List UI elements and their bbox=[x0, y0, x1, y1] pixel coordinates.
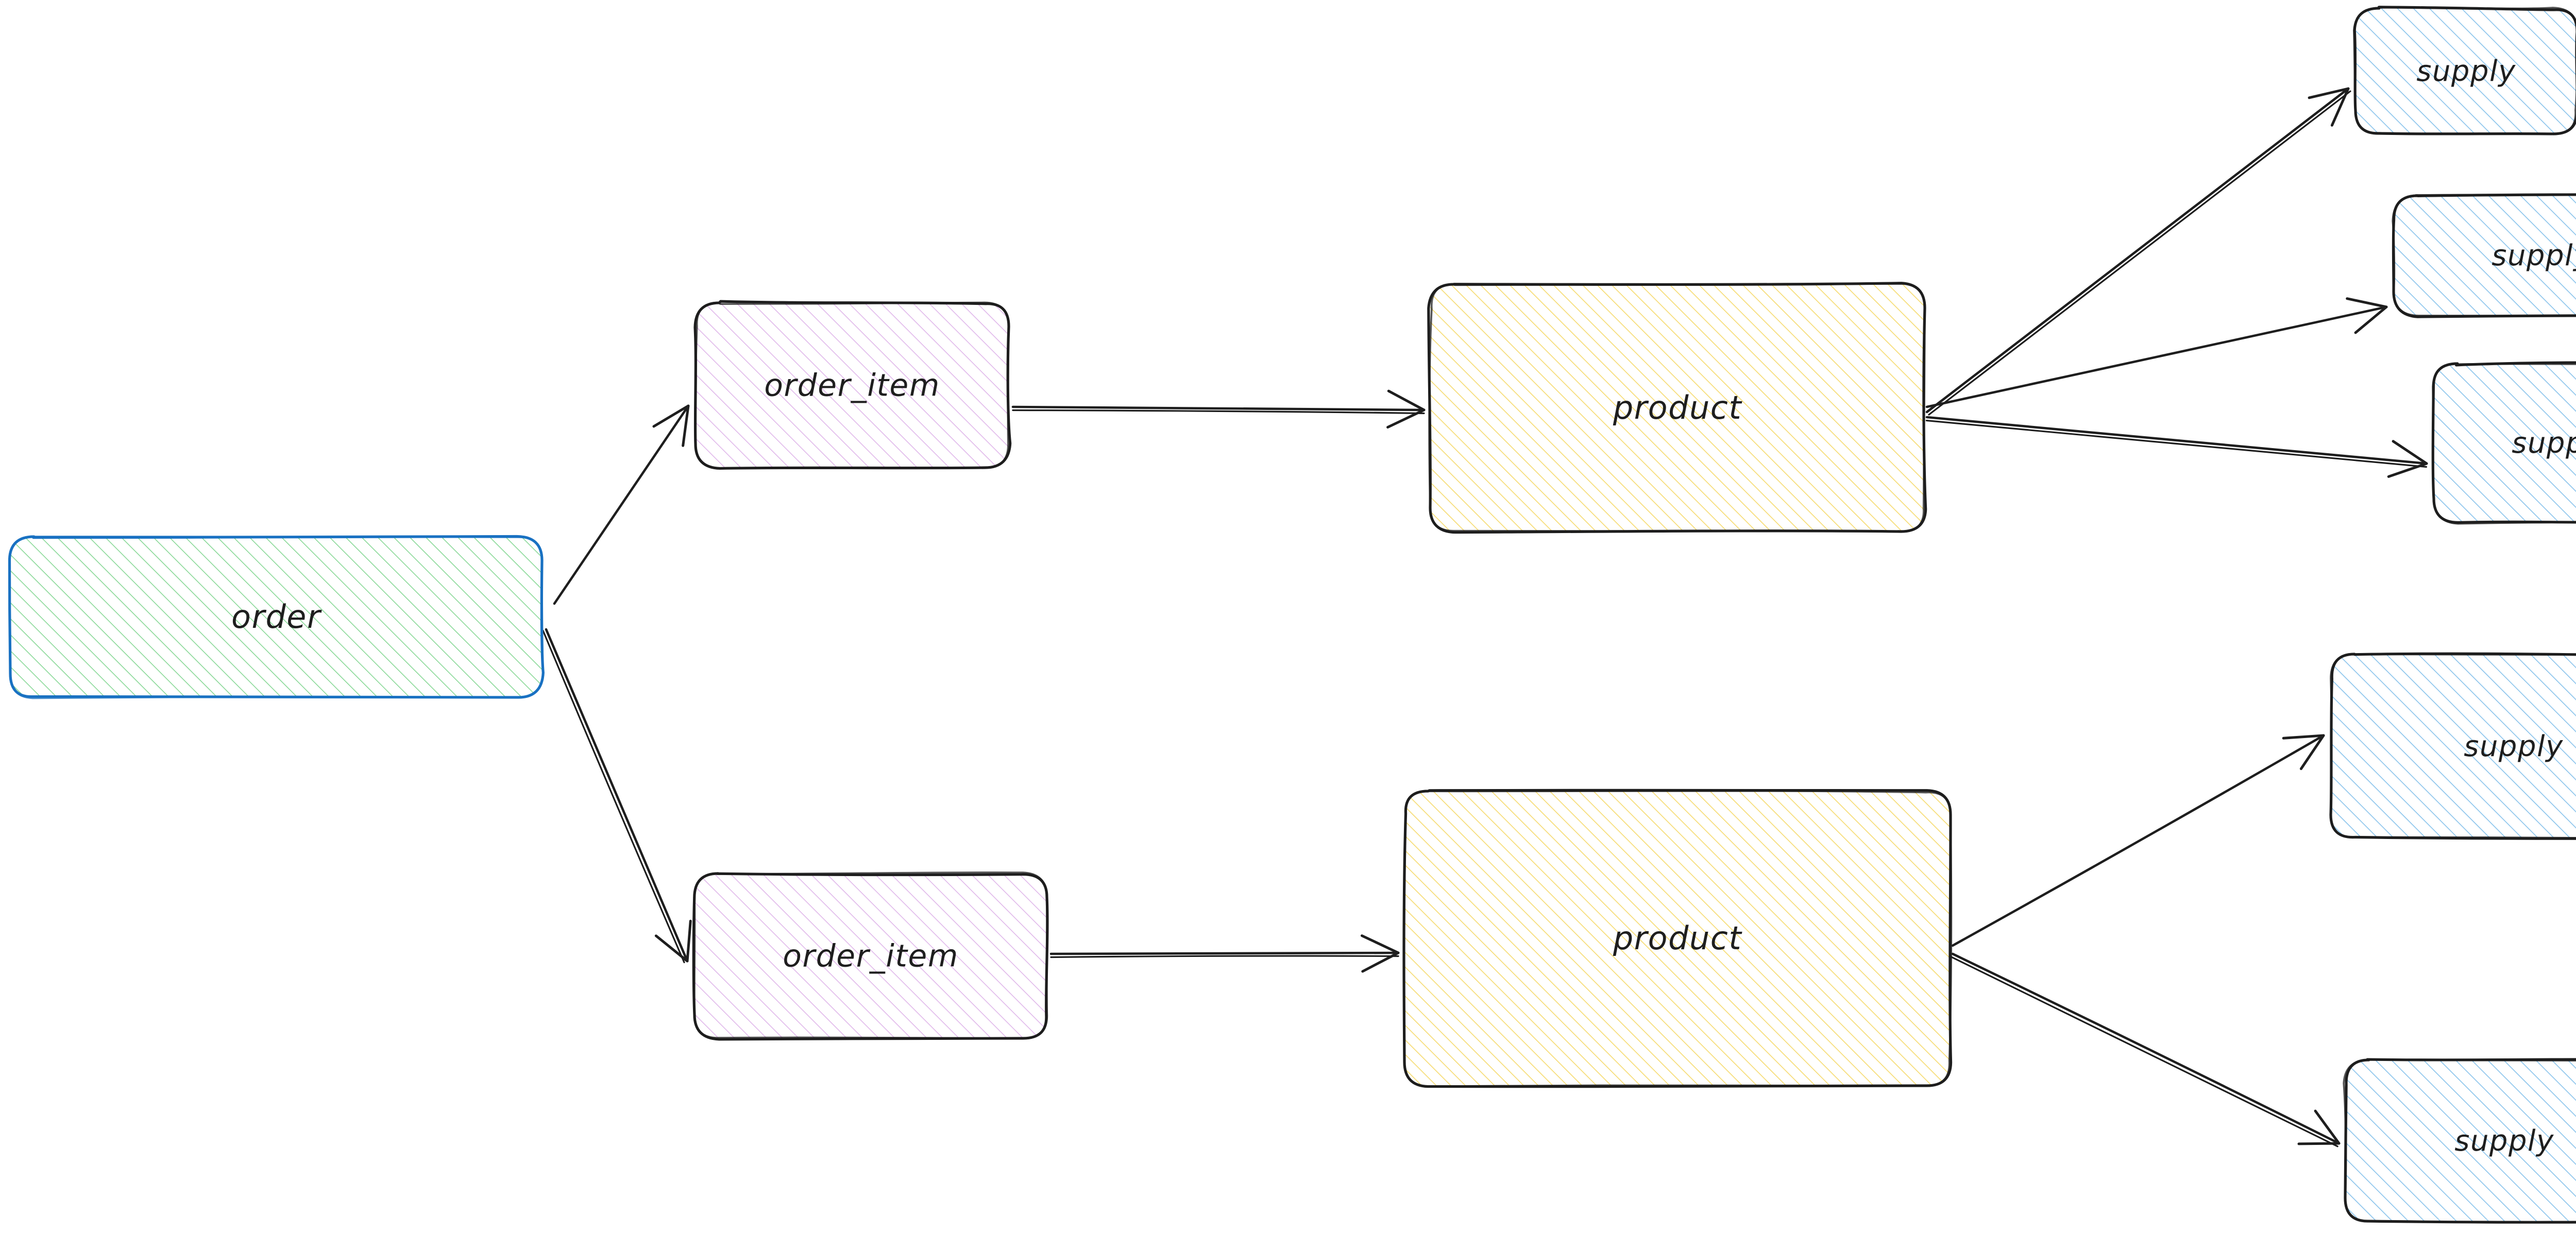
arrowhead-barb-2-icon bbox=[2308, 87, 2350, 99]
edge-order_item_bottom-to-product_bottom[interactable] bbox=[1049, 934, 1400, 973]
node-hatch-fill bbox=[2355, 8, 2576, 134]
node-supply_3[interactable]: supply bbox=[2431, 361, 2576, 525]
arrowhead-barb-1-icon bbox=[654, 934, 689, 963]
node-hatch-fill bbox=[2330, 654, 2576, 839]
arrowhead-barb-2-icon bbox=[2392, 440, 2428, 465]
edge-order_item_top-to-product_top[interactable] bbox=[1011, 389, 1426, 429]
arrowhead-barb-1-icon bbox=[682, 404, 690, 447]
node-label-order_item_top: order_item bbox=[764, 368, 940, 404]
node-hatch-fill bbox=[696, 303, 1009, 468]
node-order_item_bottom[interactable]: order_item bbox=[692, 871, 1049, 1041]
node-outline bbox=[2353, 6, 2576, 135]
node-outline bbox=[2392, 194, 2576, 317]
node-hatch-fill bbox=[2393, 195, 2576, 315]
edge-line bbox=[1925, 416, 2428, 465]
arrowhead-barb-2-icon bbox=[1387, 389, 1426, 412]
node-label-order_item_bottom: order_item bbox=[783, 938, 959, 974]
arrowhead-barb-2-icon bbox=[652, 404, 690, 428]
node-supply_2[interactable]: supply bbox=[2392, 193, 2576, 318]
arrowhead-barb-2-icon bbox=[1360, 934, 1400, 954]
node-layer: orderorder_itemorder_itemproductproducts… bbox=[8, 6, 2576, 1224]
node-hatch-fill bbox=[1430, 284, 1925, 532]
edge-line bbox=[545, 628, 689, 963]
node-supply_5[interactable]: supply bbox=[2343, 1058, 2576, 1224]
arrowhead-barb-1-icon bbox=[2330, 87, 2350, 127]
arrowhead-barb-1-icon bbox=[2299, 734, 2325, 770]
node-outline bbox=[2330, 653, 2576, 839]
node-hatch-fill bbox=[1404, 791, 1951, 1086]
node-label-supply_2: supply bbox=[2492, 239, 2576, 272]
arrowhead-barb-1-icon bbox=[2387, 462, 2428, 478]
arrowhead-barb-2-icon bbox=[686, 919, 692, 963]
node-label-product_bottom: product bbox=[1613, 919, 1743, 957]
edge-order-to-order_item_top[interactable] bbox=[553, 404, 690, 605]
edge-line bbox=[1925, 87, 2350, 414]
node-hatch-fill bbox=[2345, 1059, 2576, 1222]
edge-line bbox=[1951, 952, 2341, 1145]
edge-product_bottom-to-supply_4[interactable] bbox=[1951, 734, 2325, 947]
edge-product_top-to-supply_3[interactable] bbox=[1925, 416, 2428, 478]
edge-product_top-to-supply_2[interactable] bbox=[1925, 297, 2388, 408]
edge-line-secondary bbox=[1012, 409, 1425, 415]
edge-line-secondary bbox=[1950, 956, 2338, 1148]
node-supply_4[interactable]: supply bbox=[2329, 652, 2576, 840]
edge-product_bottom-to-supply_5[interactable] bbox=[1950, 952, 2341, 1148]
edge-product_top-to-supply_1[interactable] bbox=[1925, 87, 2351, 416]
node-outline bbox=[2343, 1058, 2576, 1223]
node-label-supply_5: supply bbox=[2454, 1124, 2554, 1158]
edge-line bbox=[1951, 734, 2325, 947]
node-order_item_top[interactable]: order_item bbox=[693, 300, 1012, 470]
arrowhead-barb-2-icon bbox=[2314, 1109, 2341, 1145]
arrowhead-barb-1-icon bbox=[1386, 408, 1426, 429]
arrowhead-barb-1-icon bbox=[1361, 951, 1400, 973]
node-product_top[interactable]: product bbox=[1427, 282, 1927, 534]
arrowhead-barb-1-icon bbox=[2354, 305, 2388, 334]
edge-line bbox=[1011, 405, 1426, 412]
node-order[interactable]: order bbox=[8, 535, 545, 699]
edge-line-secondary bbox=[1928, 90, 2351, 416]
edge-line-secondary bbox=[1925, 419, 2427, 468]
node-outline bbox=[694, 301, 1010, 470]
arrowhead-barb-1-icon bbox=[2297, 1142, 2341, 1145]
edge-line bbox=[553, 404, 690, 605]
node-label-supply_4: supply bbox=[2464, 730, 2563, 763]
node-outline bbox=[1428, 283, 1926, 533]
node-label-product_top: product bbox=[1613, 389, 1743, 426]
node-label-supply_3: supply bbox=[2512, 426, 2576, 460]
node-hatch-fill bbox=[10, 537, 542, 697]
node-product_bottom[interactable]: product bbox=[1402, 789, 1953, 1088]
arrowhead-barb-2-icon bbox=[2346, 297, 2388, 309]
node-label-order: order bbox=[231, 598, 322, 636]
edge-order-to-order_item_bottom[interactable] bbox=[542, 628, 692, 964]
node-outline bbox=[8, 535, 544, 699]
edge-line-secondary bbox=[542, 629, 685, 964]
edge-line bbox=[1049, 951, 1400, 955]
node-outline bbox=[693, 871, 1048, 1039]
node-outline bbox=[1403, 790, 1953, 1087]
edge-line-secondary bbox=[1050, 955, 1399, 958]
node-label-supply_1: supply bbox=[2416, 55, 2516, 88]
node-supply_1[interactable]: supply bbox=[2353, 6, 2576, 135]
node-hatch-fill bbox=[694, 874, 1047, 1038]
edge-layer bbox=[542, 87, 2428, 1148]
edge-line bbox=[1925, 305, 2388, 408]
arrowhead-barb-2-icon bbox=[2282, 734, 2325, 740]
node-outline bbox=[2432, 363, 2576, 525]
node-hatch-fill bbox=[2434, 363, 2576, 523]
